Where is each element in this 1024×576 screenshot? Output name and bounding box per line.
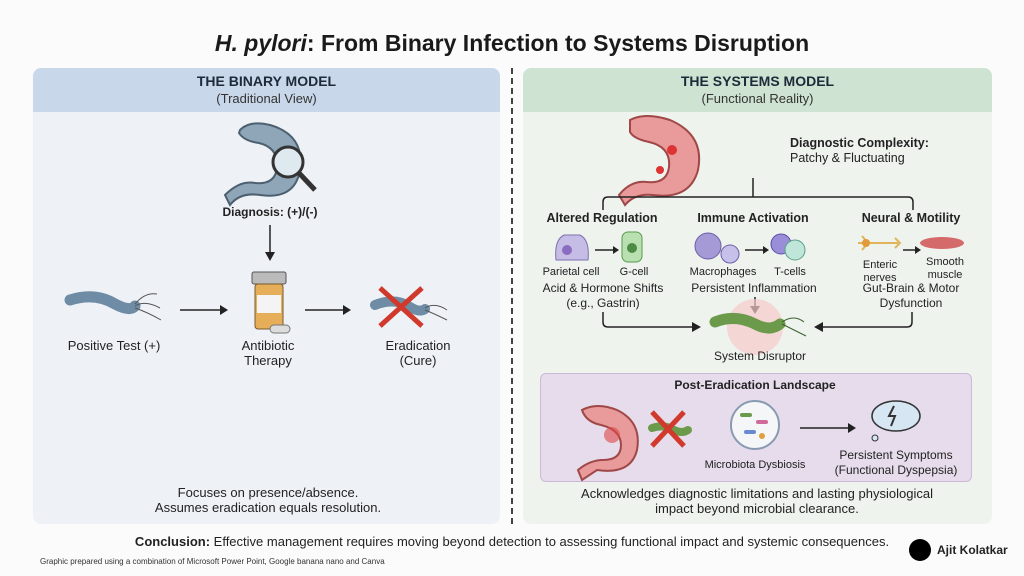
stomach-magnifier-icon bbox=[223, 122, 317, 207]
conclusion-text: Effective management requires moving bey… bbox=[210, 534, 890, 549]
binary-heading: THE BINARY MODEL bbox=[196, 73, 337, 89]
eradicated-bacterium-icon bbox=[648, 410, 692, 448]
cell-label: Enteric nerves bbox=[862, 259, 898, 284]
systems-heading: THE SYSTEMS MODEL bbox=[680, 73, 835, 89]
complexity-block: Diagnostic Complexity: Patchy & Fluctuat… bbox=[790, 136, 929, 166]
enteric-nerve-icon bbox=[858, 235, 902, 251]
complexity-title: Diagnostic Complexity: bbox=[790, 136, 929, 150]
binary-footer-1: Focuses on presence/absence. bbox=[177, 485, 359, 500]
post-eradication-title: Post-Eradication Landscape bbox=[674, 378, 836, 392]
divider bbox=[511, 68, 513, 524]
conclusion-label: Conclusion: bbox=[134, 534, 211, 549]
step-antibiotic-therapy: Antibiotic Therapy bbox=[241, 338, 295, 368]
column-title-regulation: Altered Regulation bbox=[546, 211, 658, 225]
parietal-cell-icon bbox=[555, 234, 589, 261]
inflamed-stomach-icon bbox=[576, 405, 639, 482]
eradicated-bacterium-icon bbox=[370, 286, 448, 328]
macrophage-icon bbox=[694, 232, 740, 264]
credit-text: Graphic prepared using a combination of … bbox=[40, 557, 385, 566]
system-disruptor-bacterium-icon bbox=[709, 299, 807, 355]
conclusion: Conclusion: Effective management require… bbox=[135, 534, 889, 549]
author-name: Ajit Kolatkar bbox=[937, 543, 1008, 557]
column-text: (e.g., Gastrin) bbox=[566, 296, 640, 310]
author-avatar bbox=[909, 539, 931, 561]
systems-footer-1: Acknowledges diagnostic limitations and … bbox=[581, 486, 933, 501]
inflamed-stomach-icon bbox=[617, 115, 701, 207]
arrow-left-icon bbox=[814, 322, 823, 332]
page-title: H. pylori: From Binary Infection to Syst… bbox=[215, 30, 809, 57]
binary-subheading: (Traditional View) bbox=[216, 91, 317, 106]
diagnosis-label: Diagnosis: (+)/(-) bbox=[222, 205, 318, 219]
step-eradication: Eradication (Cure) bbox=[385, 338, 451, 368]
pill-bottle-icon bbox=[251, 271, 291, 334]
microbiota-label: Microbiota Dysbiosis bbox=[704, 459, 806, 471]
arrow-right-icon bbox=[745, 246, 769, 254]
column-text: Persistent Inflammation bbox=[691, 281, 817, 295]
symptoms-label-1: Persistent Symptoms bbox=[839, 448, 953, 462]
cell-label: T-cells bbox=[774, 266, 806, 278]
bacterium-icon bbox=[64, 291, 162, 321]
systems-footer-2: impact beyond microbial clearance. bbox=[655, 501, 859, 516]
cell-label: G-cell bbox=[619, 266, 649, 278]
cell-label: Smooth muscle bbox=[926, 256, 964, 281]
arrow-right-icon bbox=[692, 322, 701, 332]
column-title-immune: Immune Activation bbox=[697, 211, 809, 225]
systems-header: THE SYSTEMS MODEL (Functional Reality) bbox=[523, 68, 992, 112]
step-positive-test: Positive Test (+) bbox=[67, 338, 161, 353]
arrow-right-icon bbox=[800, 423, 856, 433]
cell-label: Parietal cell bbox=[542, 266, 600, 278]
column-text: Acid & Hormone Shifts bbox=[542, 281, 664, 295]
arrow-right-icon bbox=[903, 246, 921, 254]
column-text: Dysfunction bbox=[879, 296, 943, 310]
binary-footer-2: Assumes eradication equals resolution. bbox=[154, 500, 382, 515]
systems-subheading: (Functional Reality) bbox=[701, 91, 814, 106]
title-rest: : From Binary Infection to Systems Disru… bbox=[306, 30, 810, 56]
column-title-neural: Neural & Motility bbox=[861, 211, 961, 225]
arrow-down-icon bbox=[265, 225, 275, 261]
microbiota-icon bbox=[730, 400, 780, 450]
cell-label: Macrophages bbox=[689, 266, 757, 278]
thought-cloud-icon bbox=[871, 400, 921, 442]
title-italic: H. pylori bbox=[214, 30, 307, 56]
arrow-right-icon bbox=[305, 305, 351, 315]
symptoms-label-2: (Functional Dyspepsia) bbox=[834, 463, 958, 477]
binary-header: THE BINARY MODEL (Traditional View) bbox=[33, 68, 500, 112]
arrow-right-icon bbox=[595, 246, 619, 254]
complexity-text: Patchy & Fluctuating bbox=[790, 151, 905, 165]
arrow-right-icon bbox=[180, 305, 228, 315]
t-cell-icon bbox=[770, 233, 806, 261]
column-text: Gut-Brain & Motor bbox=[862, 281, 960, 295]
system-disruptor-label: System Disruptor bbox=[713, 349, 807, 363]
smooth-muscle-icon bbox=[920, 237, 964, 249]
branch-connector bbox=[602, 178, 914, 328]
g-cell-icon bbox=[621, 231, 643, 263]
